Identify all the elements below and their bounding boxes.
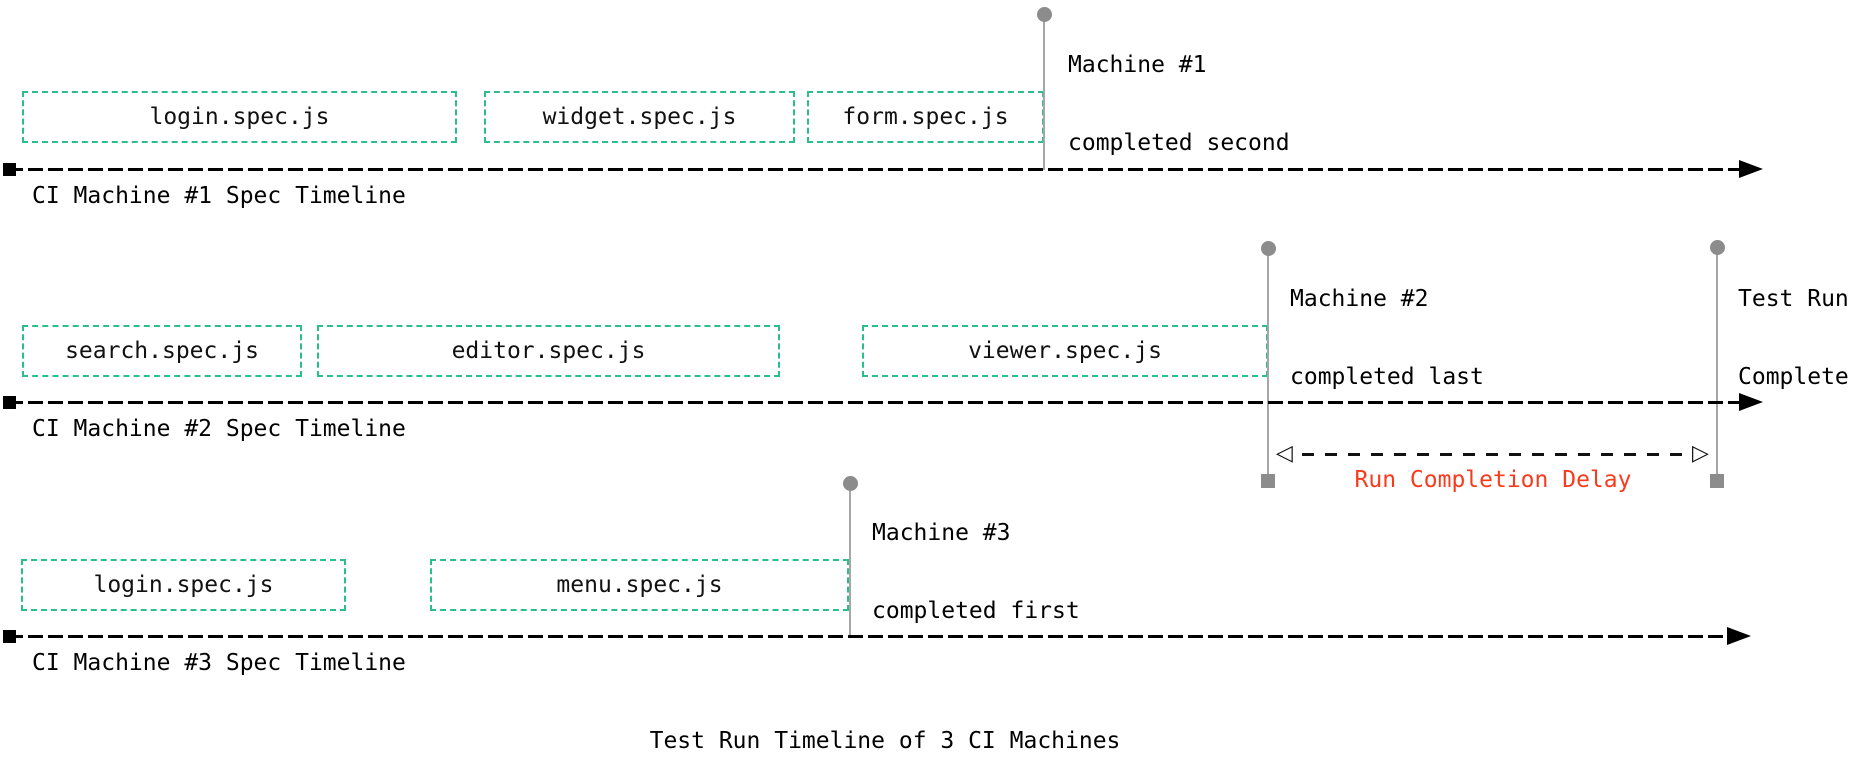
spec-box-label: menu.spec.js (556, 572, 723, 598)
timeline-arrowhead-icon (1739, 160, 1763, 178)
timeline-start-marker-icon (3, 163, 16, 176)
annotation-line-2: completed last (1290, 364, 1484, 390)
annotation-line-2: Complete (1738, 364, 1849, 390)
completion-marker-dot-icon (1037, 7, 1052, 22)
completion-marker-line-machine-2 (1267, 248, 1269, 474)
completion-marker-dot-icon (843, 476, 858, 491)
timeline-start-marker-icon (3, 396, 16, 409)
spec-box: editor.spec.js (317, 325, 780, 377)
delay-label: Run Completion Delay (1354, 467, 1632, 493)
delay-left-arrow-icon: ◁ (1276, 441, 1293, 466)
timeline-axis-machine-1 (8, 168, 1740, 171)
timeline-arrowhead-icon (1727, 627, 1751, 645)
delay-end-square-icon (1710, 474, 1724, 488)
spec-box: widget.spec.js (484, 91, 795, 143)
completion-marker-line-machine-3 (849, 483, 851, 637)
delay-start-square-icon (1261, 474, 1275, 488)
annotation-line-1: Machine #3 (872, 520, 1011, 546)
completion-annotation-test-run: Test Run Complete (1738, 234, 1849, 442)
spec-box-label: viewer.spec.js (968, 338, 1162, 364)
completion-marker-dot-icon (1710, 240, 1725, 255)
delay-right-arrow-icon: ▷ (1692, 441, 1709, 466)
timeline-axis-machine-2 (8, 401, 1740, 404)
spec-box-label: widget.spec.js (542, 104, 737, 130)
spec-box-label: login.spec.js (149, 104, 330, 130)
annotation-line-1: Machine #1 (1068, 52, 1207, 78)
annotation-line-2: completed second (1068, 130, 1290, 156)
timeline-start-marker-icon (3, 630, 16, 643)
spec-box-label: form.spec.js (842, 104, 1009, 130)
completion-annotation-machine-1: Machine #1 completed second (1068, 0, 1290, 208)
timeline-label-machine-1: CI Machine #1 Spec Timeline (32, 183, 406, 209)
timeline-axis-machine-3 (8, 635, 1728, 638)
completion-marker-line-test-run (1716, 247, 1718, 474)
spec-box-label: search.spec.js (65, 338, 259, 364)
chart-title: Test Run Timeline of 3 CI Machines (649, 728, 1121, 754)
spec-box-label: login.spec.js (93, 572, 274, 598)
timeline-arrowhead-icon (1739, 393, 1763, 411)
timeline-label-machine-2: CI Machine #2 Spec Timeline (32, 416, 406, 442)
annotation-line-2: completed first (872, 598, 1080, 624)
completion-annotation-machine-3: Machine #3 completed first (872, 468, 1080, 676)
completion-annotation-machine-2: Machine #2 completed last (1290, 234, 1484, 442)
spec-box: form.spec.js (807, 91, 1044, 143)
completion-marker-dot-icon (1261, 241, 1276, 256)
spec-box-label: editor.spec.js (451, 338, 646, 364)
spec-box: viewer.spec.js (862, 325, 1268, 377)
completion-marker-line-machine-1 (1043, 14, 1045, 170)
delay-span-line (1302, 453, 1688, 456)
spec-box: search.spec.js (22, 325, 302, 377)
spec-box: menu.spec.js (430, 559, 849, 611)
timeline-label-machine-3: CI Machine #3 Spec Timeline (32, 650, 406, 676)
annotation-line-1: Machine #2 (1290, 286, 1429, 312)
spec-box: login.spec.js (21, 559, 346, 611)
spec-box: login.spec.js (22, 91, 457, 143)
annotation-line-1: Test Run (1738, 286, 1849, 312)
